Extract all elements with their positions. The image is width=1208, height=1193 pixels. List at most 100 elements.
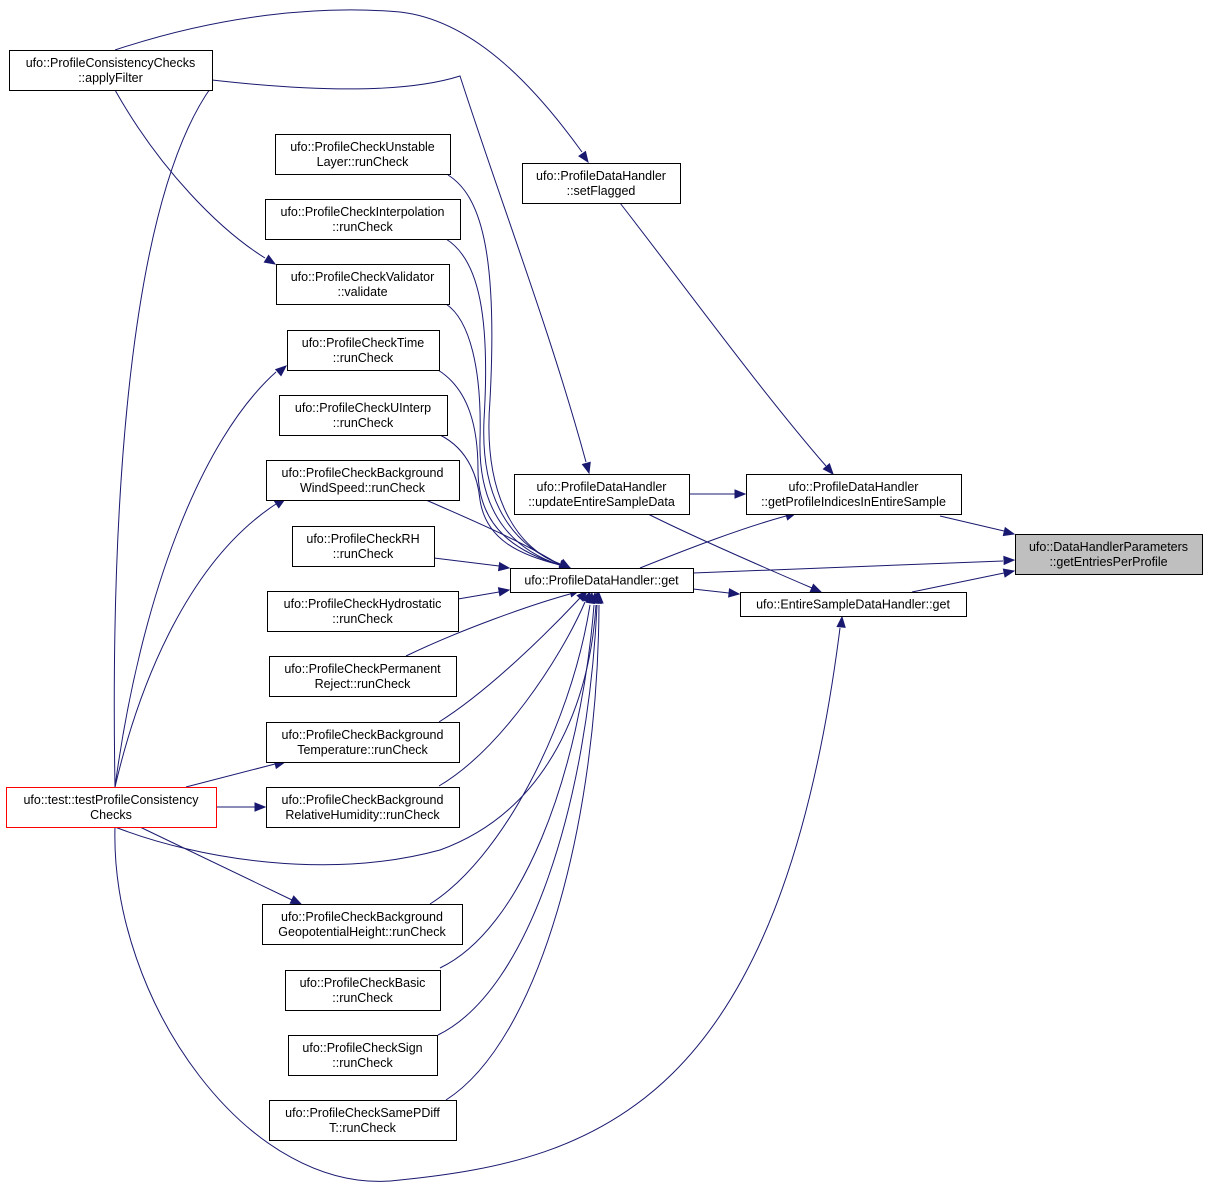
node-box — [746, 474, 962, 515]
edge-updateentire-to-esdhget — [647, 513, 823, 593]
node-label-line: ufo::ProfileCheckInterpolation — [281, 205, 445, 219]
edge-testprofile-to-pdhget — [114, 591, 602, 866]
node-interpolation[interactable]: ufo::ProfileCheckInterpolation::runCheck — [265, 199, 461, 240]
edge-relhum-to-pdhget-line — [438, 601, 586, 787]
node-label-line: ufo::ProfileCheckSign — [302, 1041, 422, 1055]
edge-applyfilter-to-setflagged — [114, 9, 589, 164]
edge-updateentire-to-esdhget-arrowhead — [809, 583, 823, 593]
node-label-line: ::runCheck — [332, 220, 393, 234]
node-get-indices[interactable]: ufo::ProfileDataHandler::getProfileIndic… — [746, 474, 962, 515]
node-basic[interactable]: ufo::ProfileCheckBasic::runCheck — [285, 970, 441, 1011]
node-label-line: ufo::ProfileDataHandler::get — [524, 574, 679, 588]
node-label-line: ::runCheck — [332, 612, 393, 626]
node-box — [262, 904, 463, 945]
edge-interp-to-pdhget-line — [445, 238, 561, 565]
node-label-line: ufo::ProfileCheckTime — [302, 336, 425, 350]
node-label-line: Temperature::runCheck — [297, 743, 428, 757]
edge-testprofile-to-temp-line — [185, 763, 276, 788]
node-box — [266, 787, 460, 828]
nodes: ufo::ProfileConsistencyChecks::applyFilt… — [6, 50, 1203, 1141]
edge-applyfilter-to-validator-line — [114, 89, 266, 259]
edge-validator-to-pdhget — [445, 303, 572, 570]
node-box — [266, 722, 460, 763]
node-rh[interactable]: ufo::ProfileCheckRH::runCheck — [292, 526, 435, 567]
node-label-line: Reject::runCheck — [315, 677, 412, 691]
node-label-line: GeopotentialHeight::runCheck — [278, 925, 446, 939]
node-time[interactable]: ufo::ProfileCheckTime::runCheck — [287, 330, 440, 371]
edge-pdhget-to-focus — [692, 555, 1016, 574]
node-box — [522, 163, 681, 204]
edge-setflagged-to-getindices-arrowhead — [822, 462, 834, 476]
edge-testprofile-to-esdhget-arrowhead — [836, 615, 846, 628]
node-update-entire[interactable]: ufo::ProfileDataHandler::updateEntireSam… — [514, 474, 690, 515]
node-box — [9, 50, 213, 91]
edge-testprofile-to-temp — [185, 759, 287, 788]
edge-unstable-to-pdhget-line — [447, 174, 561, 565]
node-pdh-get[interactable]: ufo::ProfileDataHandler::get — [510, 568, 694, 593]
node-box — [266, 460, 460, 501]
node-label-line: WindSpeed::runCheck — [300, 481, 426, 495]
edge-relhum-to-pdhget — [438, 590, 591, 787]
edge-testprofile-to-pdhget-arrowhead — [592, 591, 602, 604]
node-label-line: ufo::ProfileDataHandler — [536, 169, 666, 183]
node-label-line: ::applyFilter — [78, 71, 143, 85]
node-validator[interactable]: ufo::ProfileCheckValidator::validate — [276, 264, 450, 305]
edge-testprofile-to-time — [114, 365, 288, 788]
node-box — [292, 526, 435, 567]
edges — [113, 9, 1016, 1182]
node-hydrostatic[interactable]: ufo::ProfileCheckHydrostatic::runCheck — [267, 591, 459, 632]
node-apply-filter[interactable]: ufo::ProfileConsistencyChecks::applyFilt… — [9, 50, 213, 91]
edge-applyfilter-to-setflagged-arrowhead — [578, 150, 589, 164]
node-label-line: ::updateEntireSampleData — [528, 495, 675, 509]
node-label-line: ::runCheck — [333, 416, 394, 430]
node-box — [514, 474, 690, 515]
node-label-line: ufo::ProfileDataHandler — [789, 480, 919, 494]
edge-testprofile-to-windspeed — [114, 498, 287, 788]
node-label-line: ufo::ProfileCheckBackground — [282, 793, 444, 807]
node-bg-geopotential[interactable]: ufo::ProfileCheckBackgroundGeopotentialH… — [262, 904, 463, 945]
node-label-line: ::runCheck — [333, 351, 394, 365]
edge-hydro-to-pdhget-line — [457, 591, 500, 600]
node-label-line: RelativeHumidity::runCheck — [285, 808, 440, 822]
node-label-line: ufo::ProfileConsistencyChecks — [26, 56, 196, 70]
node-sign[interactable]: ufo::ProfileCheckSign::runCheck — [288, 1035, 438, 1076]
edge-updateentire-to-getindices-arrowhead — [734, 489, 747, 499]
edge-esdhget-to-focus-line — [911, 572, 1005, 593]
node-label-line: ufo::ProfileCheckUInterp — [295, 401, 431, 415]
edge-testprofile-to-applyfilter-line — [113, 85, 213, 788]
edge-setflagged-to-getindices-line — [619, 202, 827, 467]
node-label-line: ufo::ProfileCheckBackground — [281, 910, 443, 924]
node-bg-wind-speed[interactable]: ufo::ProfileCheckBackgroundWindSpeed::ru… — [266, 460, 460, 501]
node-box — [276, 264, 450, 305]
node-permanent-reject[interactable]: ufo::ProfileCheckPermanentReject::runChe… — [269, 656, 457, 697]
node-bg-temperature[interactable]: ufo::ProfileCheckBackgroundTemperature::… — [266, 722, 460, 763]
node-set-flagged[interactable]: ufo::ProfileDataHandler::setFlagged — [522, 163, 681, 204]
edge-testprofile-to-time-line — [114, 371, 277, 788]
node-esdh-get[interactable]: ufo::EntireSampleDataHandler::get — [740, 592, 967, 617]
node-box — [6, 787, 217, 828]
node-label-line: T::runCheck — [329, 1121, 396, 1135]
edge-time-to-pdhget-line — [437, 369, 561, 566]
node-label-line: Layer::runCheck — [317, 155, 409, 169]
node-uinterp[interactable]: ufo::ProfileCheckUInterp::runCheck — [279, 395, 448, 436]
edge-testprofile-to-pdhget-line — [114, 604, 597, 866]
edge-permreject-to-pdhget-line — [405, 593, 571, 657]
node-label-line: ufo::EntireSampleDataHandler::get — [756, 598, 950, 612]
edge-getindices-to-focus-line — [939, 515, 1005, 532]
node-label-line: ufo::ProfileCheckBackground — [282, 728, 444, 742]
edge-pdhget-to-getindices — [639, 511, 798, 569]
node-label-line: ufo::ProfileCheckValidator — [291, 270, 435, 284]
edge-basic-to-pdhget — [439, 591, 599, 969]
edge-pdhget-to-esdhget-line — [692, 588, 730, 594]
edge-validator-to-pdhget-line — [445, 303, 561, 566]
node-focus[interactable]: ufo::DataHandlerParameters::getEntriesPe… — [1015, 534, 1203, 575]
edge-esdhget-to-focus — [911, 568, 1016, 593]
node-bg-rel-humidity[interactable]: ufo::ProfileCheckBackgroundRelativeHumid… — [266, 787, 460, 828]
node-label-line: ::getEntriesPerProfile — [1049, 555, 1167, 569]
edge-testprofile-to-relhum — [216, 802, 267, 812]
edge-pdhget-to-getindices-line — [639, 515, 787, 569]
